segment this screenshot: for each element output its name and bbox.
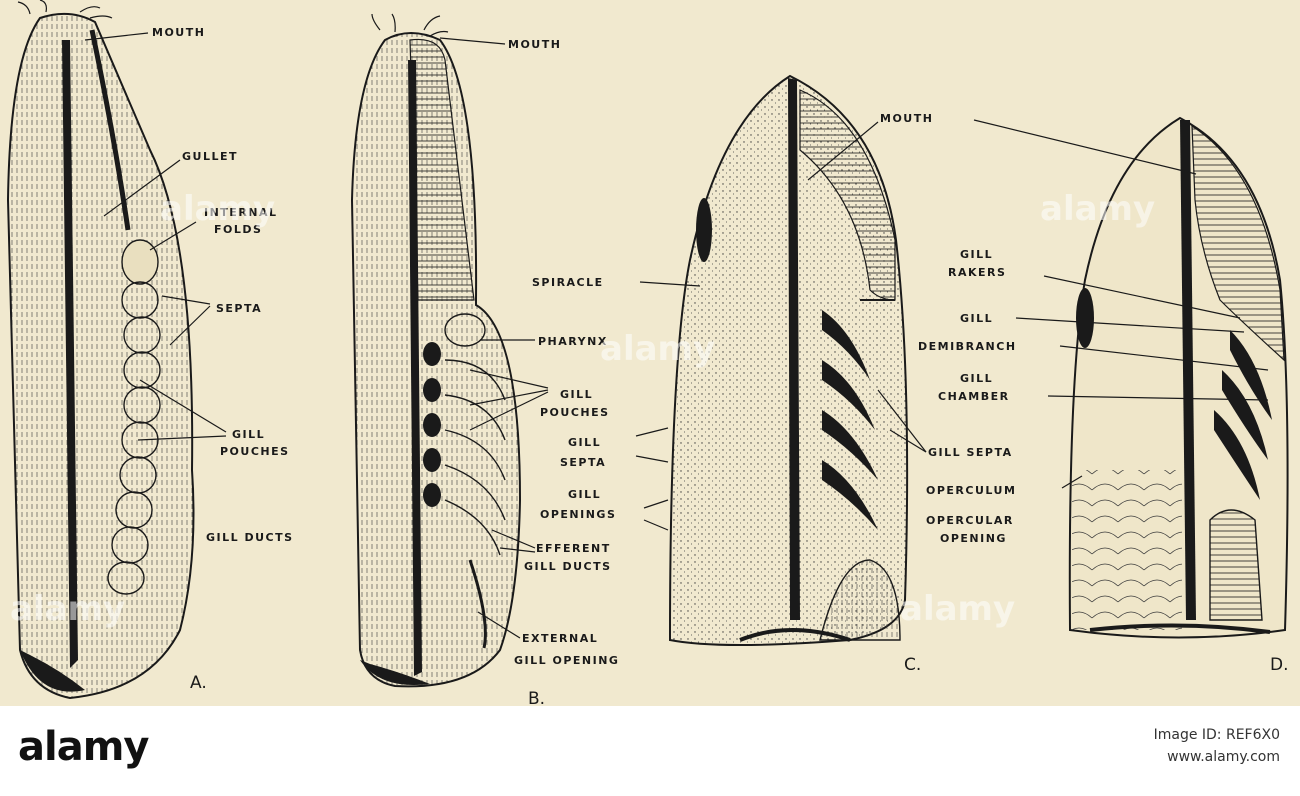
label-d-opercular: OPERCULAR [926, 514, 1014, 527]
label-c-gill-2: GILL [568, 488, 601, 501]
label-d-gill-1: GILL [960, 248, 993, 261]
panel-c-label: C. [904, 655, 921, 675]
panel-c-drawing [668, 74, 909, 646]
label-a-gill: GILL [232, 428, 265, 441]
label-c-septa: SEPTA [560, 456, 606, 469]
panel-a-leaders [84, 32, 227, 441]
label-a-internal: INTERNAL [204, 206, 278, 219]
label-b-efferent: EFFERENT [536, 542, 611, 555]
label-b-gill-opening: GILL OPENING [514, 654, 619, 667]
watermark-lower-right: alamy [900, 589, 1015, 629]
panel-d-label: D. [1270, 655, 1289, 675]
label-a-gill-ducts: GILL DUCTS [206, 531, 294, 544]
alamy-logo: alamy [18, 724, 149, 770]
label-d-demibranch: DEMIBRANCH [918, 340, 1017, 353]
footer-bar: alamy Image ID: REF6X0 www.alamy.com [0, 706, 1300, 796]
diagram-figure: MOUTH GULLET INTERNAL FOLDS SEPTA GILL P… [6, 0, 1289, 706]
image-id-text: Image ID: REF6X0 [1153, 727, 1280, 743]
label-b-pharynx: PHARYNX [538, 335, 608, 348]
label-b-gill-ducts: GILL DUCTS [524, 560, 612, 573]
diagram-svg: MOUTH GULLET INTERNAL FOLDS SEPTA GILL P… [6, 0, 1289, 706]
label-d-rakers: RAKERS [948, 266, 1006, 279]
label-c-gill-1: GILL [568, 436, 601, 449]
footer-info: Image ID: REF6X0 www.alamy.com [1154, 724, 1280, 768]
label-d-chamber: CHAMBER [938, 390, 1010, 403]
label-a-gullet: GULLET [182, 150, 238, 163]
label-c-gill-septa: GILL SEPTA [928, 446, 1013, 459]
label-a-pouches: POUCHES [220, 445, 290, 458]
panel-b-label: B. [528, 689, 545, 706]
label-c-mouth: MOUTH [880, 112, 933, 125]
panel-a-label: A. [190, 673, 207, 693]
label-b-gill: GILL [560, 388, 593, 401]
watermark-upper-right: alamy [1040, 189, 1155, 229]
panel-c-leaders [635, 121, 927, 531]
label-d-gill-3: GILL [960, 372, 993, 385]
label-a-folds: FOLDS [214, 223, 262, 236]
label-c-openings: OPENINGS [540, 508, 616, 521]
watermark-center: alamy [600, 329, 715, 369]
label-b-external: EXTERNAL [522, 632, 598, 645]
label-b-pouches: POUCHES [540, 406, 610, 419]
panel-d-drawing [1068, 116, 1289, 639]
label-d-opening: OPENING [940, 532, 1007, 545]
panel-b-drawing [350, 13, 522, 688]
label-c-spiracle: SPIRACLE [532, 276, 604, 289]
panel-d-leaders [973, 119, 1269, 489]
label-b-mouth: MOUTH [508, 38, 561, 51]
label-d-gill-2: GILL [960, 312, 993, 325]
watermark-lower-left: alamy [10, 589, 125, 629]
label-a-mouth: MOUTH [152, 26, 205, 39]
label-d-operculum: OPERCULUM [926, 484, 1016, 497]
site-url-text: www.alamy.com [1167, 749, 1280, 765]
watermark-upper-left: alamy [160, 189, 275, 229]
panel-b-leaders [439, 37, 549, 639]
label-a-septa: SEPTA [216, 302, 262, 315]
